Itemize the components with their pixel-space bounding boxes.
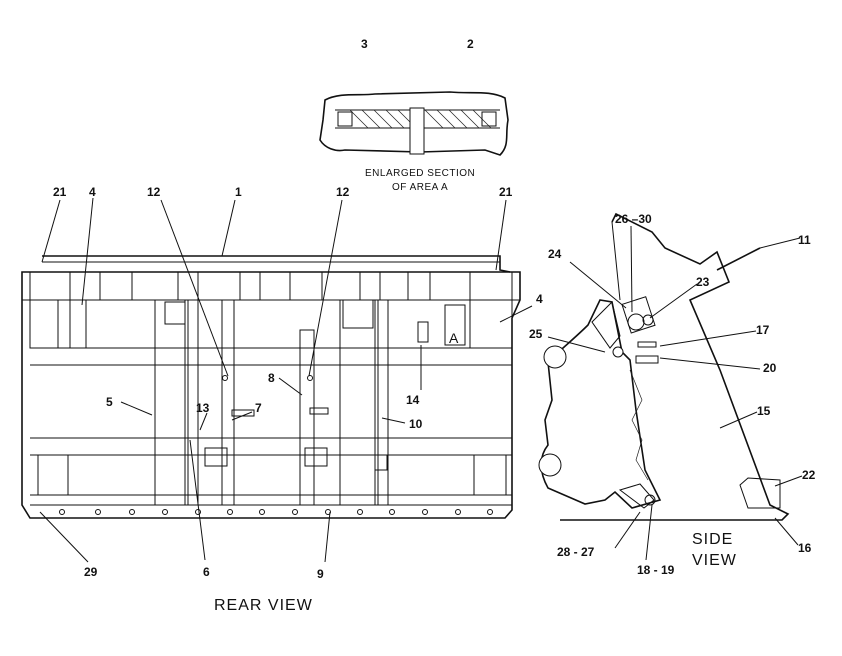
callout-11: 11 [798, 233, 811, 247]
callout-23: 23 [696, 275, 710, 289]
side-view-drawing [538, 212, 801, 521]
callout-13: 13 [196, 401, 210, 415]
side-view-title-line2: VIEW [692, 552, 737, 569]
enlarged-section-caption-line2: OF AREA A [392, 182, 448, 193]
enlarged-section-caption-line1: ENLARGED SECTION [365, 168, 475, 179]
callout-29: 29 [84, 565, 98, 579]
callout-12-right: 12 [336, 185, 350, 199]
callout-3: 3 [361, 37, 368, 51]
callout-1: 1 [235, 185, 242, 199]
callout-8: 8 [268, 371, 275, 385]
callout-6: 6 [203, 565, 210, 579]
rear-view-title: REAR VIEW [214, 597, 313, 614]
callout-25: 25 [529, 327, 543, 341]
callout-28-27: 28 - 27 [557, 545, 595, 559]
callout-20: 20 [763, 361, 777, 375]
callout-18-19: 18 - 19 [637, 563, 675, 577]
callout-16: 16 [798, 541, 812, 555]
callout-9: 9 [317, 567, 324, 581]
area-marker-a: A [449, 330, 459, 346]
callout-17: 17 [756, 323, 770, 337]
callout-21-left: 21 [53, 185, 67, 199]
callout-15: 15 [757, 404, 771, 418]
callout-5: 5 [106, 395, 113, 409]
callout-2: 2 [467, 37, 474, 51]
enlarged-section [319, 91, 509, 156]
callout-4-right: 4 [536, 292, 543, 306]
callout-12-left: 12 [147, 185, 161, 199]
callout-10: 10 [409, 417, 423, 431]
callout-14: 14 [406, 393, 420, 407]
rear-view-drawing [21, 255, 521, 519]
rear-view-leaders [39, 197, 533, 563]
callout-26-30: 26 –30 [615, 212, 652, 226]
callout-24: 24 [548, 247, 562, 261]
side-view-leaders [547, 225, 803, 561]
callout-21-right: 21 [499, 185, 513, 199]
callout-4-left: 4 [89, 185, 96, 199]
side-view-title-line1: SIDE [692, 531, 733, 548]
callout-22: 22 [802, 468, 816, 482]
callout-7: 7 [255, 401, 262, 415]
